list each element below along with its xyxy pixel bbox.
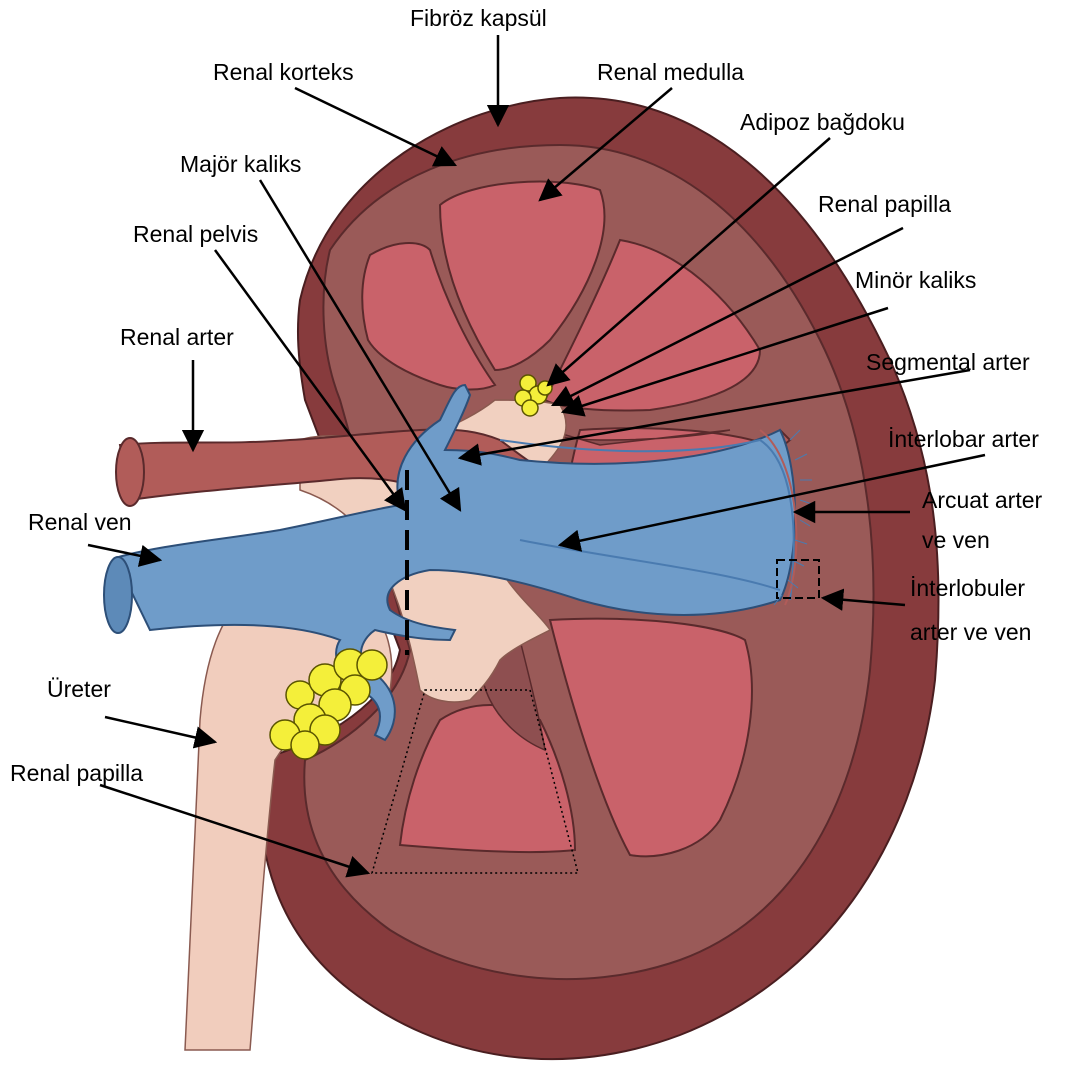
label-segmental-artery: Segmental arter	[866, 349, 1030, 375]
label-interlobular-line1: İnterlobuler	[910, 575, 1025, 601]
label-adipose-tissue: Adipoz bağdoku	[740, 109, 905, 135]
label-fibrous-capsule: Fibröz kapsül	[410, 5, 547, 31]
label-renal-medulla: Renal medulla	[597, 59, 744, 85]
label-renal-papilla-bottom: Renal papilla	[10, 760, 143, 786]
label-renal-cortex: Renal korteks	[213, 59, 354, 85]
label-renal-vein: Renal ven	[28, 509, 132, 535]
label-minor-calyx: Minör kaliks	[855, 267, 976, 293]
label-renal-pelvis: Renal pelvis	[133, 221, 258, 247]
label-ureter: Üreter	[47, 676, 111, 702]
label-arcuate-line1: Arcuat arter	[922, 487, 1042, 513]
label-major-calyx: Majör kaliks	[180, 151, 301, 177]
label-renal-artery: Renal arter	[120, 324, 234, 350]
label-renal-papilla-top: Renal papilla	[818, 191, 951, 217]
label-interlobar-artery: İnterlobar arter	[888, 426, 1039, 452]
label-arcuate-line2: ve ven	[922, 527, 990, 553]
label-interlobular-line2: arter ve ven	[910, 619, 1031, 645]
